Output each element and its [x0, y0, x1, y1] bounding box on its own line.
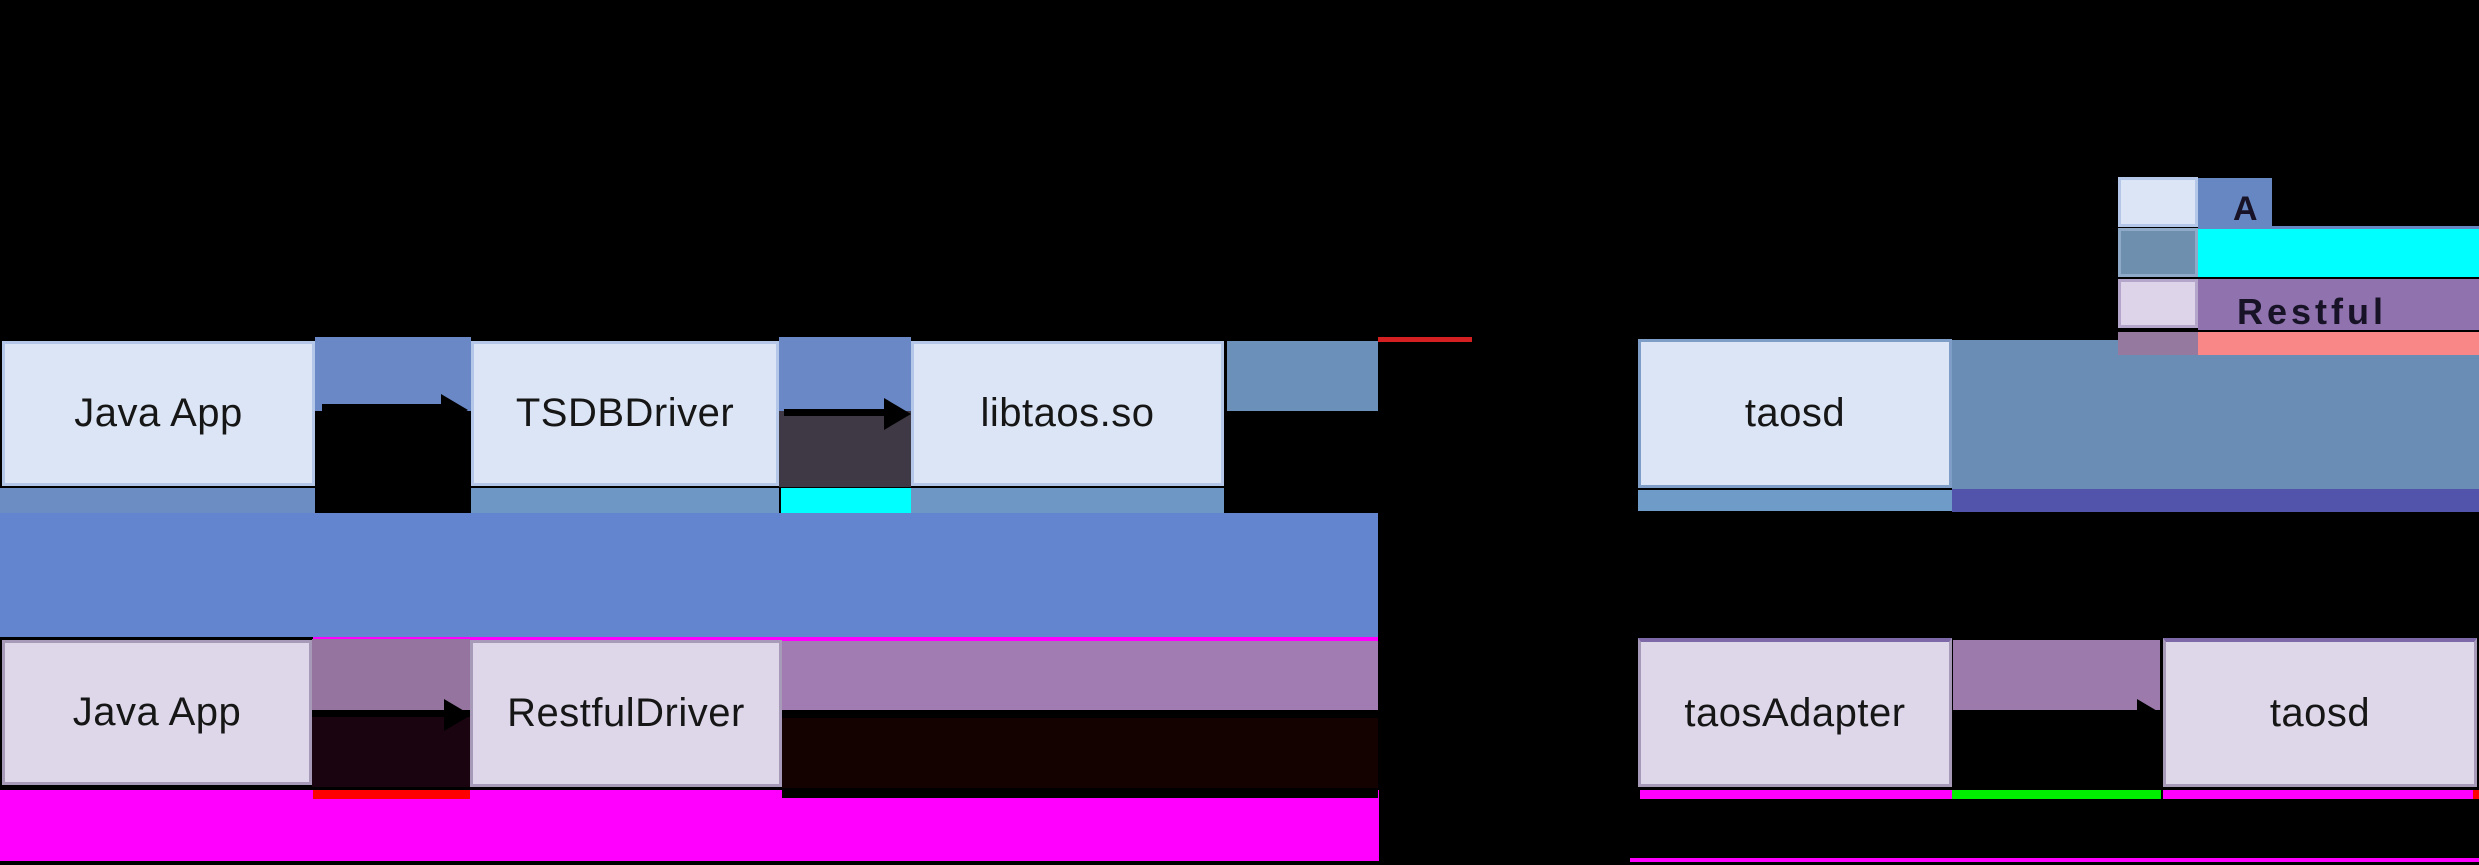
legend-mauve-block — [2118, 332, 2198, 355]
java-app-box-jni: Java App — [2, 341, 315, 486]
black-strip-over-magenta — [782, 790, 1378, 798]
jni-wide-band — [0, 513, 1378, 637]
strip-under-taosd — [1638, 490, 1952, 511]
arrowhead-icon — [444, 699, 471, 731]
java-app-label: Java App — [72, 690, 242, 734]
rest-gap-dark-region — [312, 717, 470, 787]
arrowhead-icon — [2137, 699, 2164, 731]
restful-driver-label: RestfulDriver — [507, 691, 745, 735]
red-marker-strip — [313, 790, 470, 799]
network-red-line — [1378, 337, 1472, 342]
magenta-strip-under-adapter — [1640, 790, 1952, 799]
magenta-hairline-left — [313, 637, 1378, 641]
rest-tail-band — [782, 641, 1378, 710]
legend-row3-band — [2198, 279, 2479, 330]
arrow-shaft — [316, 710, 447, 717]
libtaos-label: libtaos.so — [980, 391, 1155, 435]
taosd-label: taosd — [2269, 690, 2371, 735]
jni-tail-band — [1227, 341, 1378, 411]
magenta-hairline-right — [1630, 858, 2479, 862]
legend-row2-band — [2198, 229, 2479, 277]
strip-under-java-app — [0, 488, 315, 513]
magenta-strip-under-taosd — [2163, 790, 2473, 799]
taosd-steel-band — [1952, 340, 2479, 489]
arrowhead-icon — [1612, 396, 1639, 428]
strip-under-tsdbdriver — [471, 488, 779, 513]
arrow-shaft — [322, 404, 443, 411]
legend-swatch-steel-blue — [2118, 228, 2198, 277]
java-app-box-rest: Java App — [2, 640, 312, 785]
legend-salmon-bar — [2198, 332, 2479, 355]
legend-row1-text-fragment: A — [2233, 190, 2258, 228]
cyan-marker-strip — [781, 488, 911, 513]
rest-tail-dark-maroon — [782, 718, 1378, 788]
tsdb-driver-label: TSDBDriver — [515, 391, 735, 435]
rest-gap-band — [312, 639, 470, 710]
restful-driver-box: RestfulDriver — [470, 640, 782, 787]
legend-swatch-light-purple — [2118, 279, 2198, 328]
arrow-shaft — [784, 409, 886, 416]
legend-swatch-light-blue — [2118, 177, 2198, 227]
magenta-bottom-band — [0, 790, 1379, 861]
taos-adapter-box: taosAdapter — [1638, 638, 1952, 787]
taos-adapter-label: taosAdapter — [1684, 690, 1906, 735]
arrow-shaft — [1472, 406, 1614, 413]
libtaos-box: libtaos.so — [911, 341, 1224, 486]
legend-row3-text-fragment: Restful — [2237, 291, 2388, 332]
indigo-strip — [1952, 489, 2479, 512]
legend-row1-black-cover — [2272, 178, 2479, 226]
taosd-box-rest: taosd — [2163, 638, 2477, 787]
java-app-label: Java App — [74, 391, 243, 435]
red-strip-tip — [2473, 790, 2479, 799]
taosd-box-jni: taosd — [1638, 339, 1952, 488]
adapter-gap-band — [1953, 640, 2160, 710]
tsdb-driver-box: TSDBDriver — [471, 341, 779, 486]
arrow-shaft — [1958, 710, 2140, 717]
taosd-label: taosd — [1744, 391, 1846, 435]
arrowhead-icon — [884, 398, 911, 430]
green-marker-strip — [1952, 790, 2161, 799]
arrowhead-icon — [441, 394, 468, 426]
strip-under-libtaos — [911, 488, 1224, 513]
